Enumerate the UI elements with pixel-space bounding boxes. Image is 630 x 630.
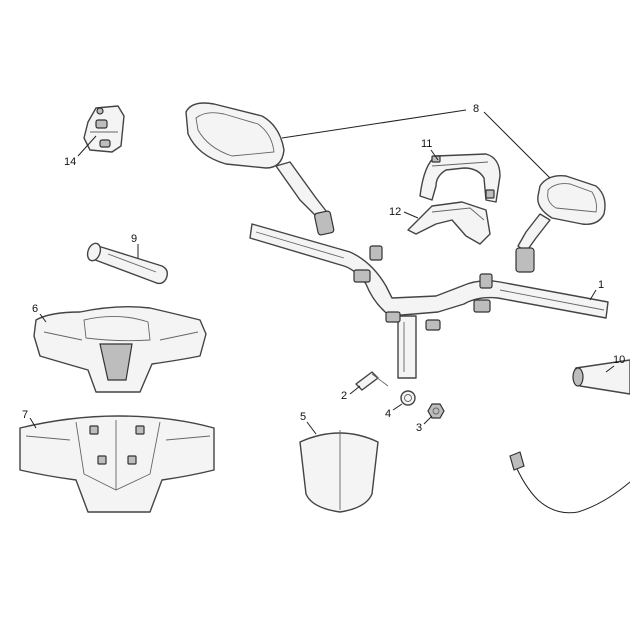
- part-7-lower-cover: [19, 415, 215, 513]
- callout-3: 3: [416, 422, 422, 434]
- callout-8: 8: [473, 103, 479, 115]
- part-6-front-cover: [33, 305, 207, 393]
- part-8-left-mirror: [185, 102, 335, 236]
- callout-7: 7: [22, 409, 28, 421]
- part-8-right-mirror: [515, 175, 606, 273]
- callout-12: 12: [389, 206, 401, 218]
- callout-14: 14: [64, 156, 76, 168]
- part-9-left-grip: [86, 242, 169, 285]
- part-5-inner-panel: [299, 430, 379, 513]
- part-10-right-grip: [572, 359, 630, 395]
- part-1-handlebar: [249, 223, 609, 379]
- part-4-washer: [400, 390, 416, 406]
- callout-4: 4: [385, 408, 391, 420]
- callout-6: 6: [32, 303, 38, 315]
- callout-1: 1: [598, 279, 604, 291]
- part-2-bolt: [355, 371, 389, 391]
- part-11-upper-cover: [419, 153, 501, 203]
- part-14-handlebar-switch: [83, 105, 125, 153]
- throttle-cable: [509, 451, 630, 514]
- callout-11: 11: [421, 138, 432, 150]
- callout-2: 2: [341, 390, 347, 402]
- callout-5: 5: [300, 411, 306, 423]
- callout-9: 9: [131, 233, 137, 245]
- part-3-nut: [427, 403, 445, 419]
- part-12-bracket: [407, 201, 491, 245]
- callout-10: 10: [613, 354, 625, 366]
- leader-lines: [29, 109, 615, 435]
